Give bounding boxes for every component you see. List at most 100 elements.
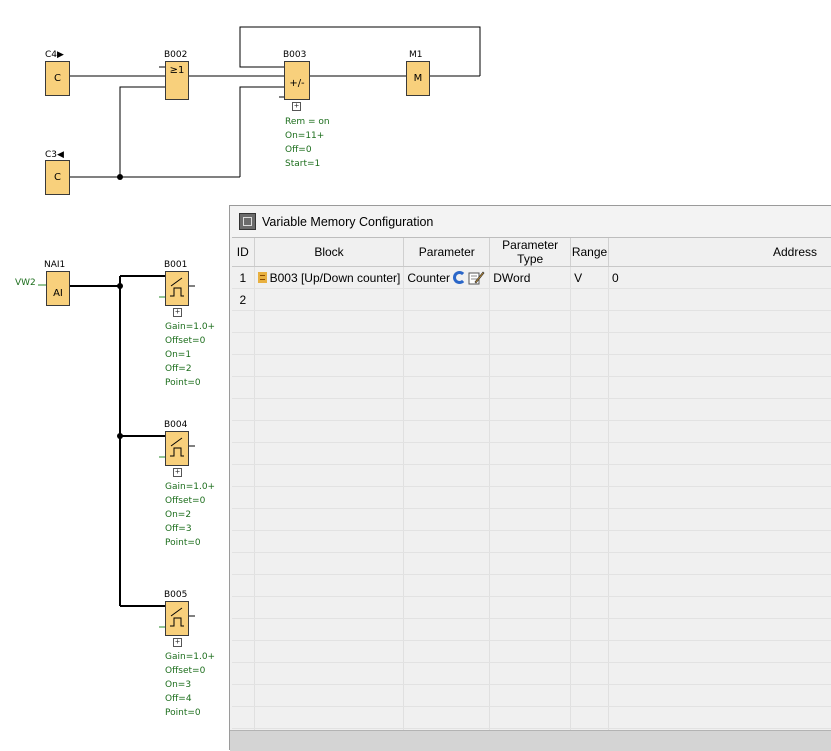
row-block[interactable]: [254, 289, 404, 311]
empty-cell: [404, 597, 490, 619]
empty-table-row: [232, 487, 831, 509]
column-header-address[interactable]: Address: [608, 238, 831, 267]
empty-table-row: [232, 399, 831, 421]
block-b005[interactable]: [165, 601, 189, 636]
row-parameter[interactable]: [404, 289, 490, 311]
row-parameter-type[interactable]: DWord: [490, 267, 571, 289]
empty-cell: [571, 421, 609, 443]
analog-threshold-icon: [168, 436, 186, 462]
column-header-parameter-type[interactable]: Parameter Type: [490, 238, 571, 267]
variable-memory-window[interactable]: Variable Memory Configuration ID Block P…: [229, 205, 831, 750]
b004-param-4: Point=0: [165, 536, 201, 550]
block-b003[interactable]: +/-: [284, 61, 310, 100]
block-c3[interactable]: C: [45, 160, 70, 195]
row-parameter-cell[interactable]: Counter: [404, 267, 490, 289]
b003-param-2: Off=0: [285, 143, 312, 157]
empty-cell: [571, 553, 609, 575]
edit-icon[interactable]: [468, 270, 485, 285]
block-m1[interactable]: M: [406, 61, 430, 96]
row-range[interactable]: V: [571, 267, 609, 289]
row-address[interactable]: 0: [608, 267, 831, 289]
row-range[interactable]: [571, 289, 609, 311]
empty-cell: [571, 443, 609, 465]
empty-cell: [254, 685, 404, 707]
empty-table-row: [232, 377, 831, 399]
window-titlebar[interactable]: Variable Memory Configuration: [230, 206, 831, 237]
column-header-id[interactable]: ID: [232, 238, 254, 267]
empty-table-row: [232, 355, 831, 377]
empty-cell: [571, 355, 609, 377]
column-header-block[interactable]: Block: [254, 238, 404, 267]
memory-table: ID Block Parameter Parameter Type Range …: [232, 238, 831, 730]
block-b004[interactable]: [165, 431, 189, 466]
b001-param-4: Point=0: [165, 376, 201, 390]
b001-param-1: Offset=0: [165, 334, 205, 348]
column-header-range[interactable]: Range: [571, 238, 609, 267]
b003-param-1: On=11+: [285, 129, 324, 143]
empty-cell: [608, 575, 831, 597]
expand-b005-icon[interactable]: +: [173, 638, 182, 647]
block-b002[interactable]: ≥1: [165, 61, 189, 100]
table-row[interactable]: 1 B003 [Up/Down counter] Counter DWord V…: [232, 267, 831, 289]
empty-cell: [608, 509, 831, 531]
block-b001[interactable]: [165, 271, 189, 306]
empty-cell: [404, 509, 490, 531]
empty-cell: [608, 619, 831, 641]
b004-param-3: Off=3: [165, 522, 192, 536]
empty-cell: [490, 597, 571, 619]
empty-cell: [254, 421, 404, 443]
empty-table-row: [232, 619, 831, 641]
empty-cell: [232, 355, 254, 377]
empty-table-row: [232, 443, 831, 465]
empty-cell: [404, 619, 490, 641]
empty-cell: [490, 531, 571, 553]
empty-cell: [490, 311, 571, 333]
b001-param-3: Off=2: [165, 362, 192, 376]
block-c4-label: C4▶: [45, 50, 64, 60]
refresh-icon[interactable]: [453, 271, 466, 284]
window-bottom-bar: [230, 730, 831, 751]
empty-cell: [571, 619, 609, 641]
empty-cell: [232, 509, 254, 531]
empty-cell: [404, 355, 490, 377]
block-c3-label: C3◀: [45, 150, 64, 160]
empty-cell: [232, 575, 254, 597]
empty-cell: [404, 421, 490, 443]
empty-table-row: [232, 465, 831, 487]
row-block-cell[interactable]: B003 [Up/Down counter]: [254, 267, 404, 289]
column-header-parameter[interactable]: Parameter: [404, 238, 490, 267]
row-parameter: Counter: [407, 271, 450, 285]
empty-cell: [404, 311, 490, 333]
empty-cell: [571, 399, 609, 421]
empty-cell: [490, 399, 571, 421]
empty-cell: [571, 641, 609, 663]
block-c4[interactable]: C: [45, 61, 70, 96]
empty-table-row: [232, 553, 831, 575]
expand-b001-icon[interactable]: +: [173, 308, 182, 317]
empty-table-row: [232, 685, 831, 707]
table-header-row: ID Block Parameter Parameter Type Range …: [232, 238, 831, 267]
block-b001-label: B001: [164, 260, 187, 270]
row-parameter-type[interactable]: [490, 289, 571, 311]
empty-cell: [404, 575, 490, 597]
block-nai1[interactable]: AI: [46, 271, 70, 306]
empty-cell: [608, 597, 831, 619]
empty-cell: [232, 663, 254, 685]
row-address[interactable]: [608, 289, 831, 311]
empty-table-row: [232, 531, 831, 553]
table-row[interactable]: 2: [232, 289, 831, 311]
nai1-side-label: VW2: [15, 278, 36, 288]
block-b002-label: B002: [164, 50, 187, 60]
memory-table-grid[interactable]: ID Block Parameter Parameter Type Range …: [232, 237, 831, 730]
empty-cell: [608, 553, 831, 575]
empty-cell: [232, 443, 254, 465]
empty-cell: [232, 465, 254, 487]
empty-cell: [232, 619, 254, 641]
empty-cell: [254, 465, 404, 487]
empty-cell: [404, 333, 490, 355]
empty-cell: [254, 509, 404, 531]
empty-cell: [571, 685, 609, 707]
expand-b003-icon[interactable]: +: [292, 102, 301, 111]
empty-cell: [232, 531, 254, 553]
expand-b004-icon[interactable]: +: [173, 468, 182, 477]
